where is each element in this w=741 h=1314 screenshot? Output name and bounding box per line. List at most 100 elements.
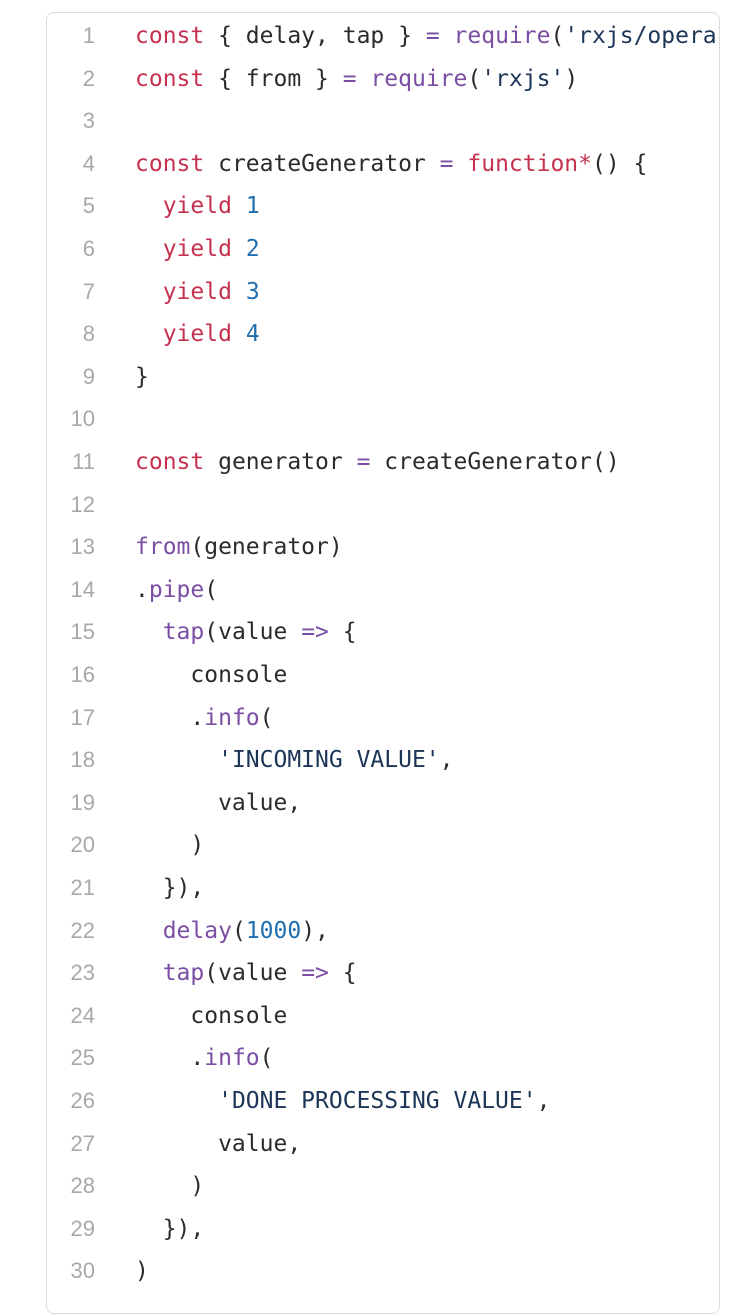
line-number: 9 [82,363,95,389]
keyword-token: yield [162,193,232,220]
number-token: 1 [245,193,260,220]
code-text [454,151,468,177]
code-text: createGenerator() [370,449,620,475]
code-content: ) [135,824,204,867]
line-number: 24 [70,1002,95,1028]
line-number: 23 [70,960,95,986]
code-content: const generator = createGenerator() [135,441,620,484]
number-token: 2 [245,236,260,262]
code-content: tap(value => { [135,952,357,995]
line-number: 14 [70,576,95,602]
line-number: 16 [70,662,95,687]
line-number: 13 [70,534,95,560]
function-token: delay [162,917,232,944]
code-content: } [135,356,149,399]
string-token: 'DONE PROCESSING VALUE' [218,1088,537,1114]
line-number: 5 [82,193,95,219]
function-token: => [301,960,329,987]
code-text [232,236,246,262]
line-number: 28 [70,1173,95,1199]
code-text [135,1088,218,1114]
line-number: 25 [70,1045,95,1071]
line-number: 22 [70,917,95,943]
code-text: (value [204,960,302,987]
code-text: (value [204,619,302,646]
code-text: . [135,704,205,731]
code-text: console [135,1002,288,1029]
code-content: const { from } = require('rxjs') [135,58,578,101]
number-token: 4 [245,321,260,348]
line-number: 8 [82,321,95,347]
code-content: delay(1000), [135,910,329,953]
code-content: .pipe( [135,569,218,612]
code-content: console [135,654,287,697]
function-token: tap [162,619,205,646]
code-text: { [328,960,357,987]
code-content: from(generator) [135,526,343,569]
function-token: = [439,150,454,177]
code-text [440,23,454,49]
code-content: 'INCOMING VALUE', [135,739,454,782]
function-token: = [356,449,371,475]
code-text: { delay, tap } [204,23,426,49]
function-token: tap [162,960,205,987]
code-content: value, [135,1123,301,1166]
code-text: ( [231,917,246,944]
number-token: 3 [245,278,260,305]
string-token: 'rxjs' [481,65,565,92]
function-token: require [370,65,468,92]
code-content: yield 2 [135,228,260,271]
code-text: ( [467,65,482,92]
code-text [135,619,163,645]
code-text: value, [135,789,302,816]
code-text: ) [135,832,205,859]
code-text: value, [135,1130,302,1157]
code-content: yield 1 [135,185,260,228]
code-text: console [135,662,288,688]
code-text: { [328,619,357,646]
line-number: 2 [82,65,95,91]
keyword-token: const [135,449,205,475]
line-number: 27 [70,1130,95,1156]
function-token: = [425,23,440,49]
code-content: ) [135,1165,204,1208]
code-content: console [135,995,287,1038]
code-text: , [439,747,454,774]
code-text: (generator) [190,534,343,561]
code-content: .info( [135,697,273,740]
line-number: 4 [82,150,95,176]
code-text [135,236,163,262]
code-text: ) [135,1173,205,1200]
code-text [135,918,163,944]
code-text [232,279,246,305]
keyword-token: const [135,150,205,177]
code-text [135,279,163,305]
line-number: 11 [72,449,95,474]
code-content: tap(value => { [135,611,357,654]
code-content: const createGenerator = function*() { [135,143,647,186]
line-number: 30 [70,1258,95,1284]
keyword-token: yield [162,321,232,348]
line-number: 18 [70,747,95,773]
line-number: 21 [70,875,95,900]
code-content: 'DONE PROCESSING VALUE', [135,1080,550,1123]
keyword-token: yield [162,278,232,305]
line-number: 10 [70,406,95,432]
code-text: }), [135,1215,205,1242]
code-text: . [135,1045,205,1072]
code-text [357,66,371,92]
code-content: .info( [135,1037,273,1080]
keyword-token: const [135,65,205,92]
line-number: 29 [70,1215,95,1241]
line-number: 7 [82,278,95,304]
keyword-token: * [578,150,593,177]
line-number: 6 [82,236,95,261]
code-content: }), [135,867,205,910]
code-text: ( [204,576,219,603]
line-number: 20 [70,832,95,858]
code-text: () { [592,150,648,177]
code-text: ) [564,65,579,92]
code-content: yield 3 [135,271,260,314]
string-token: 'rxjs/opera [564,23,717,49]
